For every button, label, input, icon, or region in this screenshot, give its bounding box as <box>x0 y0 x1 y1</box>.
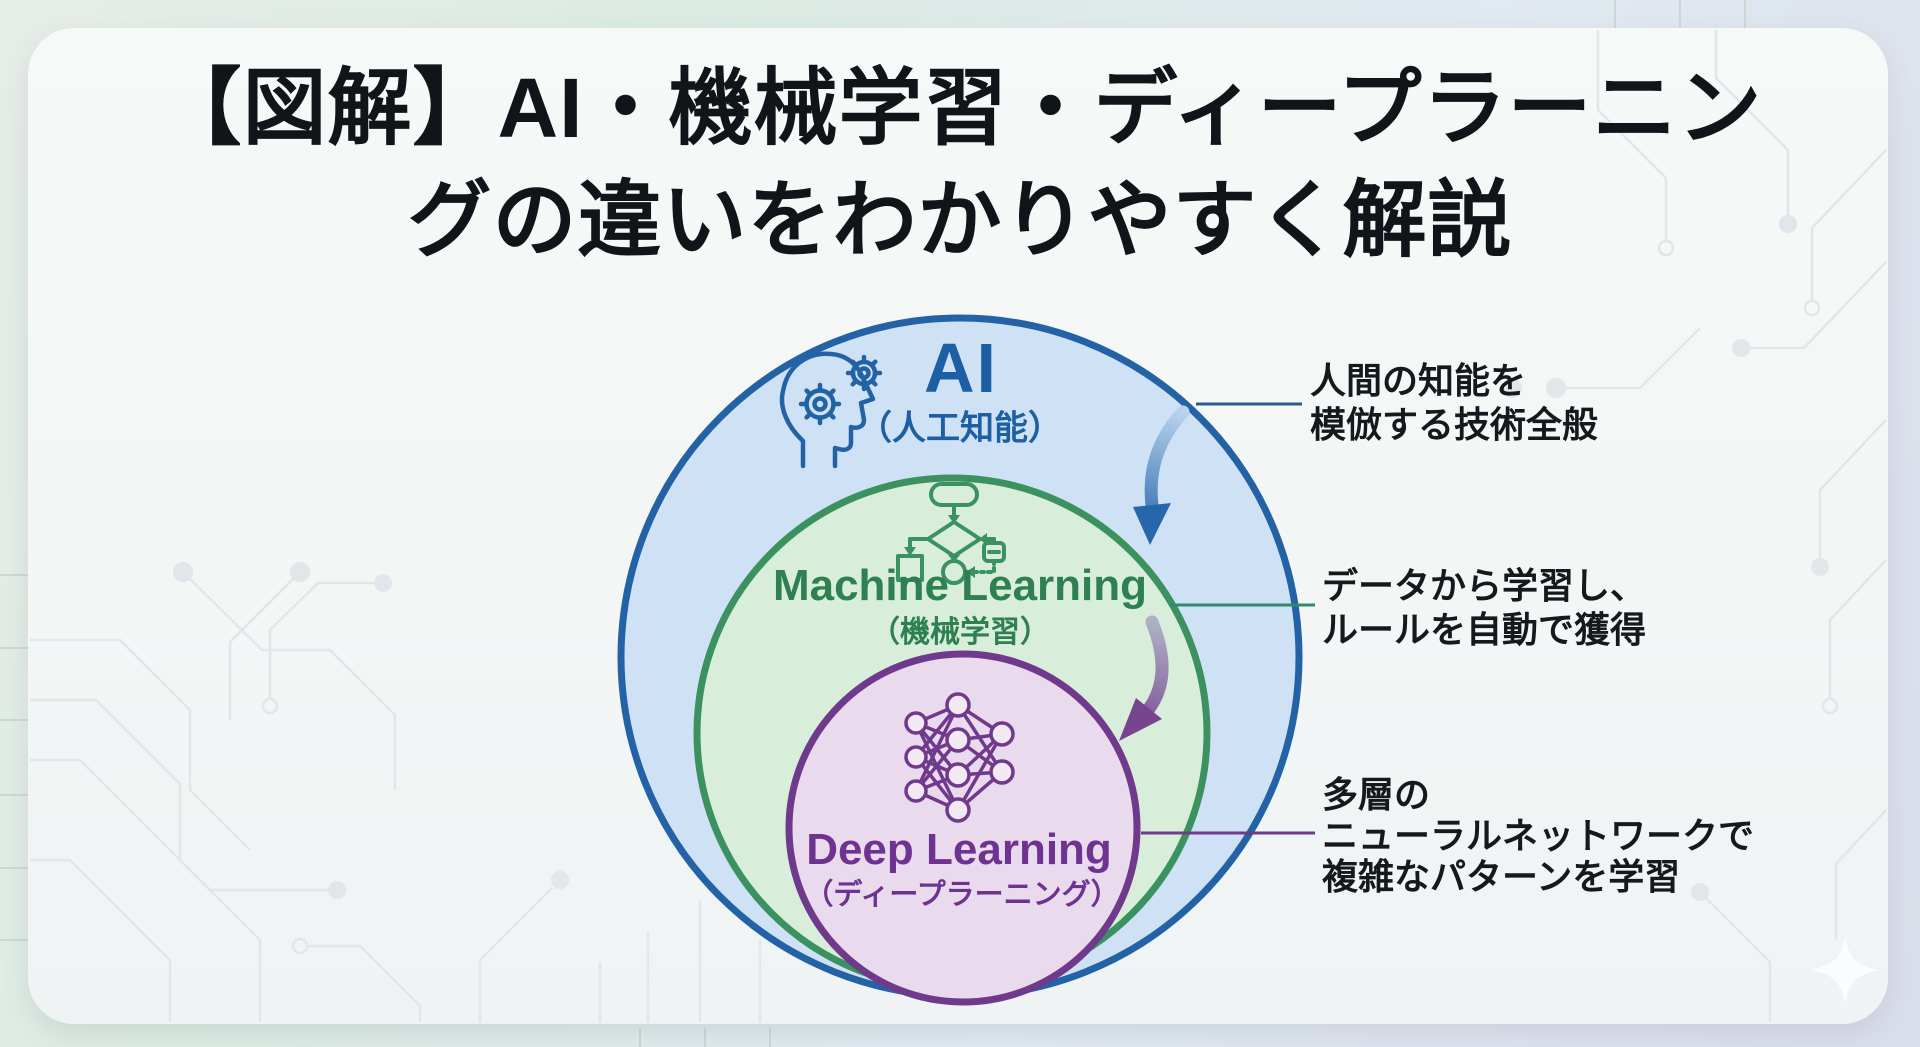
ml-label: Machine Learning <box>772 561 1148 610</box>
circuit-traces <box>0 0 1746 1047</box>
ai-label: AI <box>924 329 998 407</box>
neural-network-icon <box>904 692 1015 823</box>
annotation-line: 人間の知能を <box>1310 360 1527 401</box>
ml-sublabel: （機械学習） <box>870 616 1050 649</box>
circuit-traces <box>30 30 1887 1022</box>
sparkle-icon <box>1811 936 1879 1004</box>
ml-annotation: データから学習し、 ルールを自動で獲得 <box>1322 564 1646 652</box>
dl-circle <box>785 650 1141 1006</box>
flowchart-icon <box>896 482 1006 585</box>
annotation-line: 複雑なパターンを学習 <box>1322 856 1681 897</box>
ai-to-ml-arrow <box>1133 405 1190 545</box>
annotation-line: ニューラルネットワークで <box>1322 815 1755 856</box>
page-title-line2: グの違いをわかりやすく解説 <box>407 173 1513 267</box>
annotation-line: 模倣する技術全般 <box>1310 404 1599 445</box>
ai-sublabel: （人工知能） <box>858 409 1062 448</box>
annotation-line: ルールを自動で獲得 <box>1322 609 1647 650</box>
annotation-line: データから学習し、 <box>1322 565 1647 606</box>
head-with-gears-icon <box>779 351 883 469</box>
ml-to-dl-arrow <box>1119 615 1169 741</box>
dl-sublabel: （ディープラーニング） <box>804 879 1120 911</box>
dl-annotation: 多層の ニューラルネットワークで 複雑なパターンを学習 <box>1322 774 1754 897</box>
page-title: 【図解】AI・機械学習・ディープラーニン グの違いをわかりやすく解説 <box>0 52 1920 276</box>
ai-annotation: 人間の知能を 模倣する技術全般 <box>1310 359 1598 447</box>
dl-label: Deep Learning <box>806 825 1112 874</box>
page-title-line1: 【図解】AI・機械学習・ディープラーニン <box>157 61 1763 155</box>
annotation-line: 多層の <box>1322 774 1431 815</box>
card-circuit-decor <box>30 30 1887 1022</box>
